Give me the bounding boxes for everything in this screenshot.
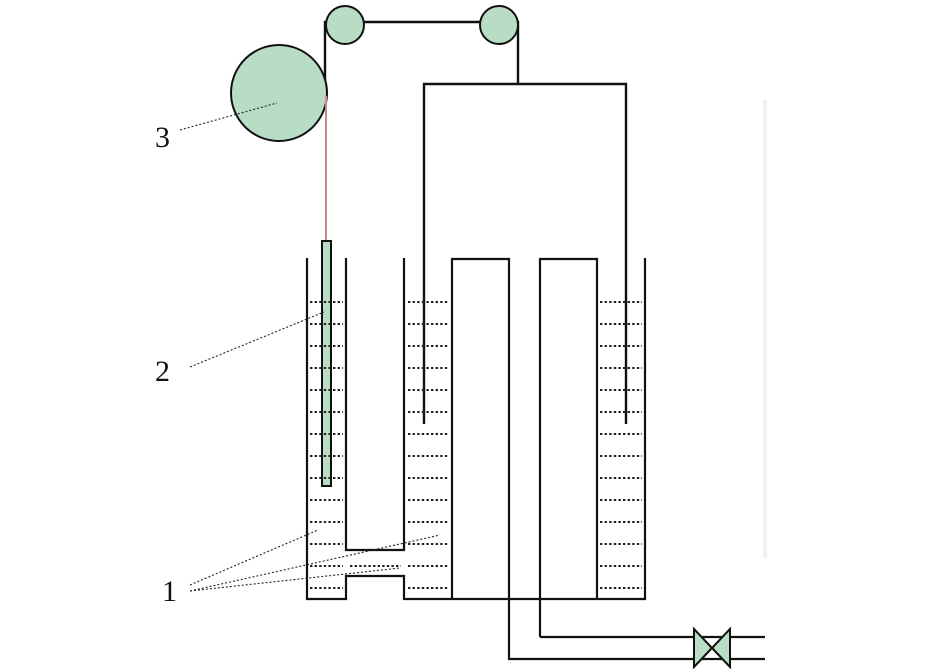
connection-pipe — [422, 82, 628, 424]
valve-icon — [693, 626, 731, 669]
reel — [230, 44, 328, 142]
left-pulley — [325, 5, 365, 45]
leader-1c — [189, 567, 401, 592]
leader-1a — [189, 529, 319, 586]
leader-3 — [179, 102, 278, 131]
label-2: 2 — [155, 355, 170, 388]
liquid-right-column — [600, 301, 642, 589]
left-vessel-inner-wall — [344, 258, 406, 552]
outlet-tube — [538, 257, 599, 637]
label-3: 3 — [155, 121, 170, 154]
leader-1b — [189, 534, 441, 592]
right-pulley — [479, 5, 519, 45]
top-loop-pipe — [323, 20, 520, 96]
leader-2 — [189, 311, 325, 368]
electrode-rod — [321, 240, 332, 487]
left-vessel-wall — [305, 258, 647, 601]
central-tube — [450, 257, 765, 661]
label-1: 1 — [162, 575, 177, 608]
liquid-left-column — [310, 301, 343, 589]
liquid-middle-column — [408, 301, 449, 589]
